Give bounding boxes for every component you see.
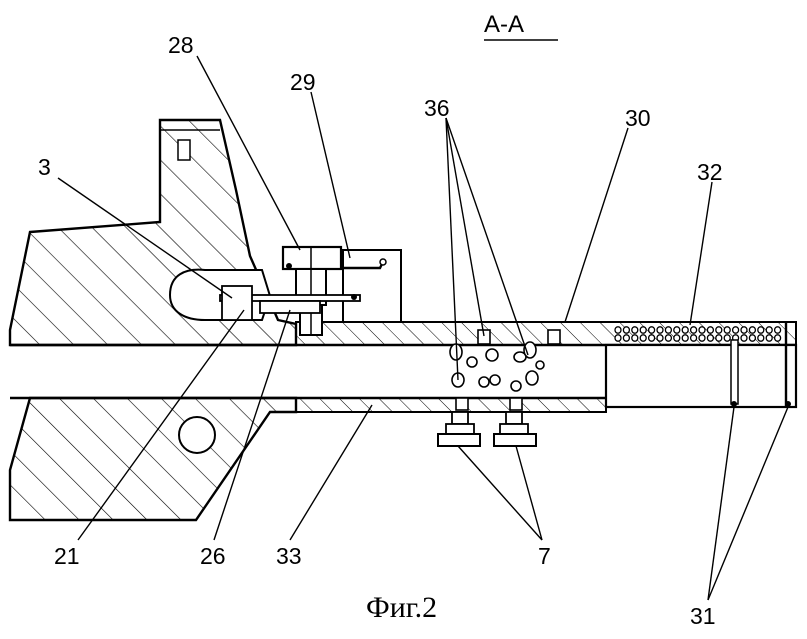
spring-coil: [757, 326, 765, 334]
label-31: 31: [690, 603, 716, 629]
upper-sleeve: [295, 321, 797, 346]
spring-coil: [673, 326, 681, 334]
spring-coil: [706, 334, 715, 342]
lower-body: [8, 396, 298, 522]
spring-coil: [622, 326, 631, 334]
figure-caption: Фиг.2: [366, 591, 437, 624]
lug-notch: [177, 139, 191, 161]
spring-coil: [773, 326, 782, 334]
spring-coil: [757, 334, 765, 342]
spring-coil: [639, 326, 647, 334]
plate-lower: [259, 300, 321, 314]
rod-pin-b: [785, 401, 791, 407]
label-30: 30: [625, 105, 651, 131]
rod: [730, 339, 739, 405]
lever-pin: [379, 258, 387, 266]
spring-coil: [740, 334, 748, 342]
round-hole: [178, 416, 216, 454]
leader-7-a: [457, 445, 543, 541]
spring-coil: [715, 334, 723, 342]
spring-coil: [723, 334, 731, 342]
leader-29: [310, 91, 351, 259]
label-36: 36: [424, 95, 450, 121]
leader-26: [213, 309, 291, 541]
section-label: A-A: [484, 11, 524, 38]
orifice: [485, 348, 499, 362]
label-33: 33: [276, 543, 302, 569]
spring-coil: [740, 326, 748, 334]
spring-coil: [748, 334, 757, 342]
spring-coil: [748, 326, 757, 334]
spring-coil: [689, 326, 698, 334]
spring-coils: [614, 326, 782, 342]
leader-36-c: [445, 117, 529, 356]
orifice: [489, 374, 501, 386]
label-29: 29: [290, 69, 316, 95]
bracket: [342, 249, 402, 323]
orifice: [535, 360, 545, 370]
leader-31-a: [707, 406, 735, 601]
spring-coil: [647, 334, 656, 342]
leader-7-b: [515, 445, 543, 541]
spring-coil: [731, 326, 740, 334]
spring-coil: [689, 334, 698, 342]
spring-coil: [673, 334, 681, 342]
label-7: 7: [538, 543, 551, 569]
wall-insert-a: [477, 329, 491, 345]
spring-coil: [706, 326, 715, 334]
spring-coil: [664, 334, 673, 342]
leader-33: [289, 404, 373, 541]
label-3: 3: [38, 154, 51, 180]
label-28: 28: [168, 32, 194, 58]
spring-coil: [656, 326, 664, 334]
ring: [221, 285, 253, 321]
orifice-group: [449, 341, 545, 392]
orifice: [478, 376, 490, 388]
wall-insert-d: [509, 397, 523, 411]
orifice: [466, 356, 478, 368]
spring-coil: [631, 334, 639, 342]
orifice: [510, 380, 522, 392]
spring-coil: [614, 334, 622, 342]
spring-coil: [765, 326, 773, 334]
spring-coil: [614, 326, 622, 334]
spring-coil: [647, 326, 656, 334]
label-26: 26: [200, 543, 226, 569]
spring-coil: [765, 334, 773, 342]
leader-28: [196, 55, 301, 251]
nozzle-left: [437, 411, 481, 447]
spring-coil: [723, 326, 731, 334]
leader-30: [564, 127, 629, 323]
rod-pin-a: [731, 401, 737, 407]
orifice: [525, 370, 539, 386]
leader-31-b: [707, 406, 789, 601]
label-21: 21: [54, 543, 80, 569]
spring-coil: [698, 334, 706, 342]
lower-sleeve: [295, 397, 607, 413]
end-block: [604, 343, 798, 409]
spring-coil: [698, 326, 706, 334]
leader-36-b: [445, 117, 485, 337]
leader-3: [57, 177, 233, 299]
label-32: 32: [697, 159, 723, 185]
spring-coil: [773, 334, 782, 342]
wall-insert-c: [455, 397, 469, 411]
wall-insert-b: [547, 329, 561, 345]
spring-coil: [664, 326, 673, 334]
spring-coil: [681, 334, 689, 342]
spring-coil: [639, 334, 647, 342]
leader-32: [689, 181, 713, 326]
spring-coil: [715, 326, 723, 334]
leader-36-a: [445, 117, 459, 381]
spring-coil: [631, 326, 639, 334]
plate-pin-b: [351, 294, 357, 300]
nozzle-right: [493, 411, 537, 447]
leader-21: [77, 309, 245, 541]
spring-coil: [622, 334, 631, 342]
spring-coil: [656, 334, 664, 342]
spring-coil: [681, 326, 689, 334]
plate-pin-c: [286, 263, 292, 269]
